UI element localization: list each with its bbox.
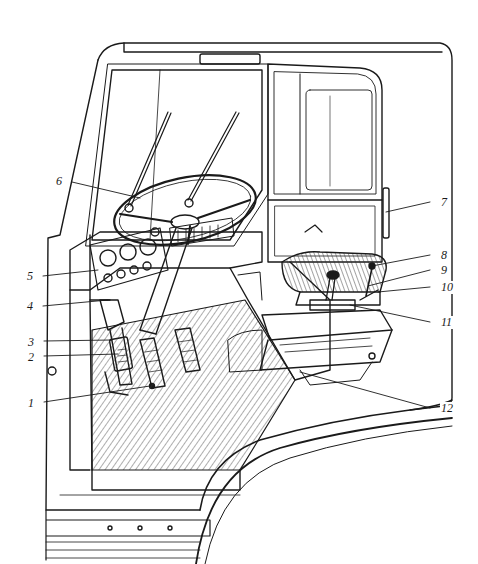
callout-number: 8: [440, 249, 448, 262]
callout-number: 6: [55, 175, 63, 188]
callout-number: 3: [27, 336, 35, 349]
callout-number: 9: [440, 264, 448, 277]
callout-number: 1: [27, 397, 35, 410]
callout-number: 10: [440, 281, 454, 294]
callout-number: 12: [440, 402, 454, 415]
callout-number: 11: [440, 316, 453, 329]
callout-number: 7: [440, 196, 448, 209]
callout-number: 4: [26, 300, 34, 313]
callout-number: 2: [27, 351, 35, 364]
callout-number: 5: [26, 270, 34, 283]
